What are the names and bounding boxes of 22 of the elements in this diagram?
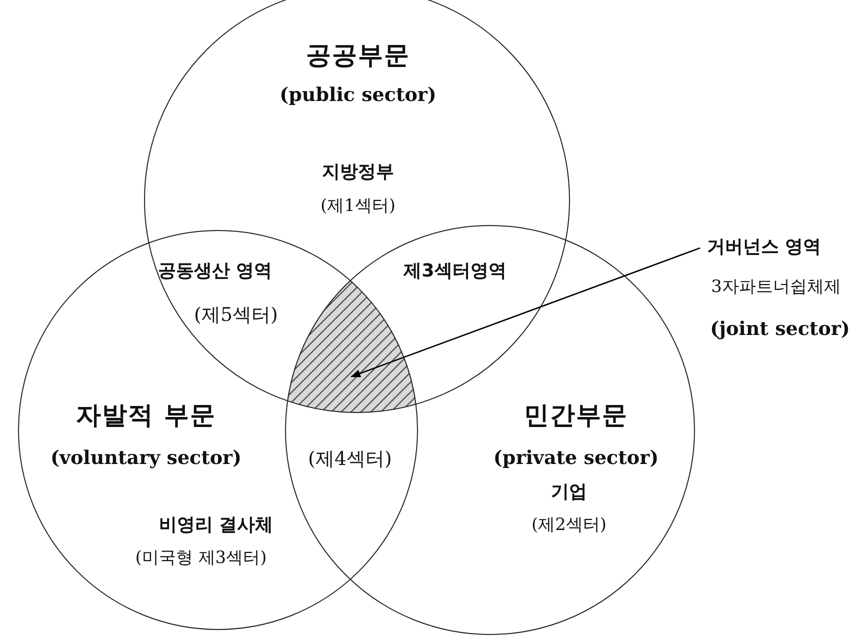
leader-arrow [350, 247, 700, 378]
body-text: 기업 [551, 482, 587, 504]
body-text: 비영리 결사체 [158, 516, 274, 536]
note-text: (제1섹터) [320, 197, 396, 217]
subtitle-text: (public sector) [280, 85, 436, 107]
region-note: (제5섹터) [194, 305, 278, 327]
note-text: (joint sector) [710, 319, 850, 341]
heading-text: 민간부문 [524, 402, 628, 430]
note-text: (제2섹터) [531, 516, 607, 536]
note-text: (미국형 제3섹터) [135, 549, 267, 569]
subtitle-text: (private sector) [493, 448, 659, 470]
hatched-region [287, 280, 416, 413]
region-note: (제4섹터) [308, 449, 392, 471]
body-text: 지방정부 [322, 162, 394, 184]
heading-text: 자발적 부문 [76, 402, 216, 430]
heading-text: 공공부문 [306, 42, 410, 70]
venn-circle [285, 225, 695, 635]
region-label: 공동생산 영역 [158, 262, 272, 282]
body-text: 3자파트너쉽체제 [711, 278, 841, 298]
heading-text: 거버넌스 영역 [706, 238, 822, 258]
region-label: 제3섹터영역 [404, 262, 506, 282]
subtitle-text: (voluntary sector) [50, 448, 242, 470]
